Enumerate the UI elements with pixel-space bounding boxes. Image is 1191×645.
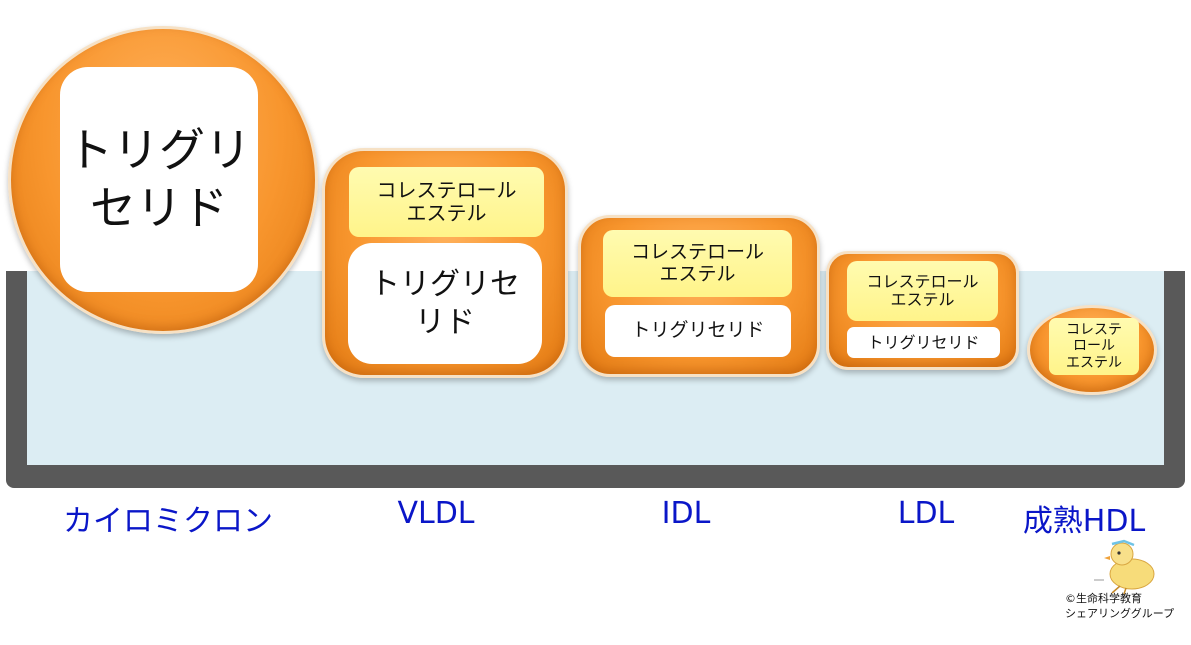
credit-line-2: シェアリンググループ <box>1065 607 1175 620</box>
ldl-cholesterol-ester: コレステロール エステル <box>847 261 998 321</box>
idl-cholesterol-ester: コレステロール エステル <box>603 230 792 297</box>
label-chylomicron: カイロミクロン <box>63 504 273 539</box>
credit-line-1: ©生命科学教育 <box>1065 592 1142 605</box>
idl-triglyceride: トリグリセリド <box>605 305 791 357</box>
chick-logo-icon <box>1090 536 1162 596</box>
hdl-cholesterol-ester: コレステ ロール エステル <box>1049 318 1139 375</box>
label-idl: IDL <box>661 496 711 531</box>
ldl-triglyceride: トリグリセリド <box>847 327 1000 358</box>
label-vldl: VLDL <box>397 496 475 531</box>
vldl-triglyceride: トリグリセ リド <box>348 243 542 364</box>
vldl-cholesterol-ester: コレステロール エステル <box>349 167 544 237</box>
label-hdl: 成熟HDL <box>1022 504 1146 539</box>
chylomicron-triglyceride: トリグリ セリド <box>60 67 258 292</box>
label-ldl: LDL <box>897 496 955 531</box>
